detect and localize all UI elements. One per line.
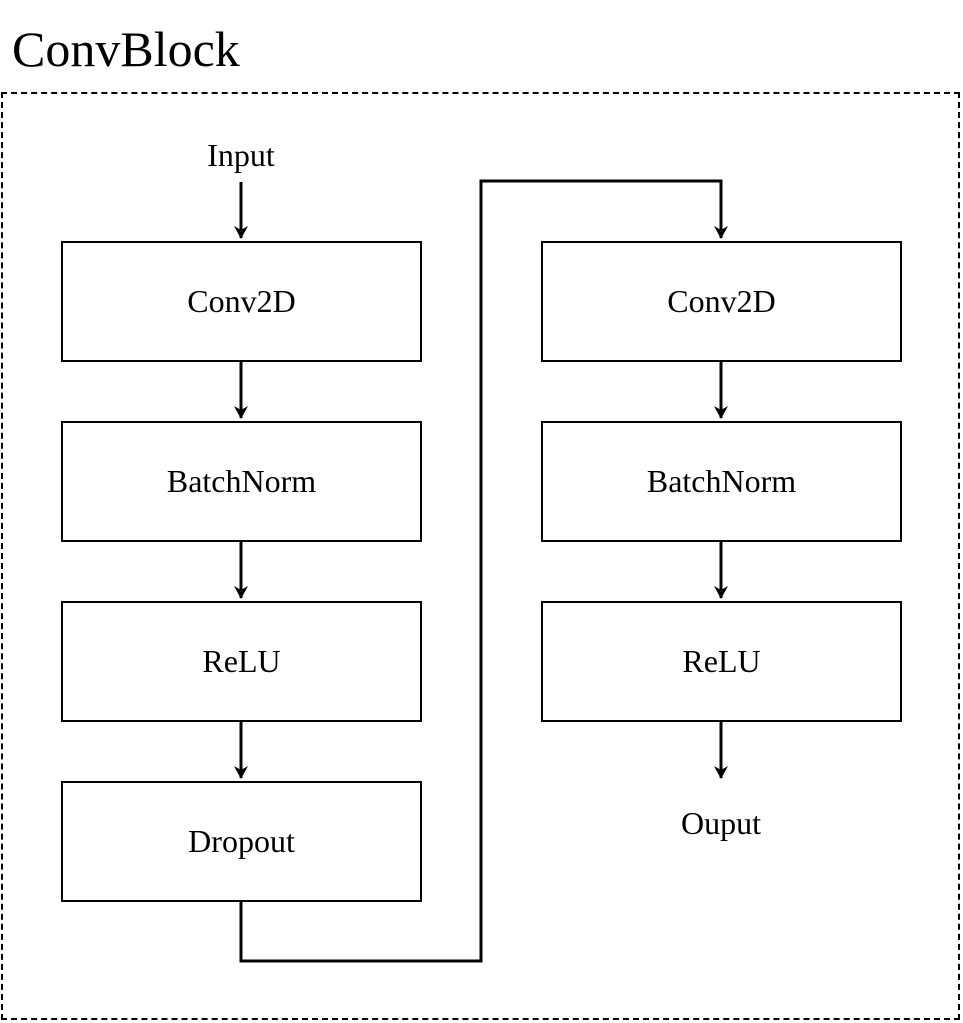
node-conv2d-right: Conv2D [541,241,902,362]
block-title: ConvBlock [12,21,240,77]
node-batchnorm-right: BatchNorm [541,421,902,542]
node-dropout-left: Dropout [61,781,422,902]
node-batchnorm-left: BatchNorm [61,421,422,542]
node-relu-right: ReLU [541,601,902,722]
node-conv2d-left: Conv2D [61,241,422,362]
output-label: Ouput [681,805,761,841]
block-frame [1,92,960,1020]
node-relu-left: ReLU [61,601,422,722]
input-label: Input [207,137,275,173]
arrow-dropout-to-conv2d-right [239,179,728,963]
